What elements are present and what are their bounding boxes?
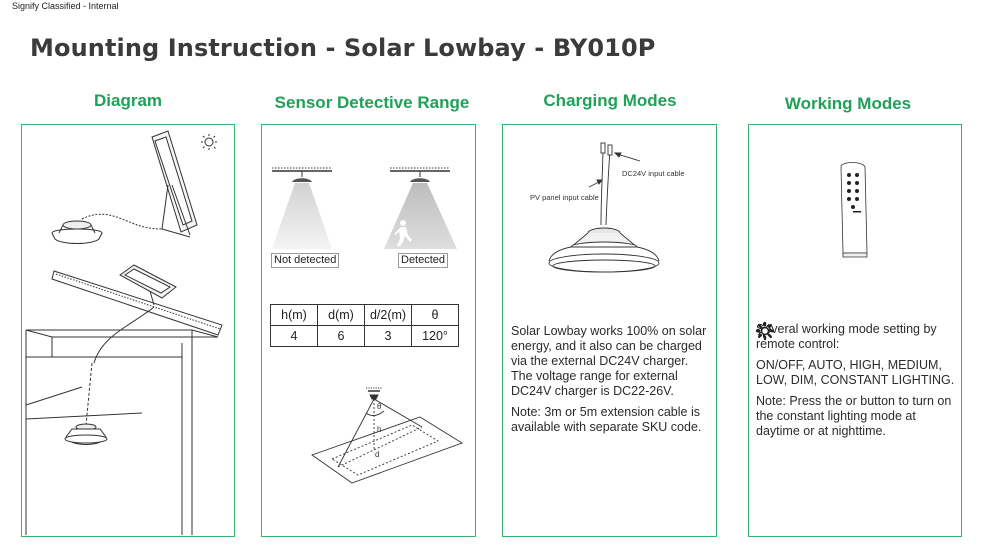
- working-panel: Several working mode setting by remote c…: [748, 124, 962, 537]
- roof-solar-panel: [119, 264, 177, 306]
- table-cell: 3: [364, 325, 412, 347]
- classification-label: Signify Classified - Internal: [12, 1, 119, 11]
- remote-control-illustration: [840, 162, 868, 258]
- note-suffix: button to turn on the constant lighting …: [756, 394, 952, 438]
- charging-paragraph: Solar Lowbay works 100% on solar energy,…: [511, 324, 707, 398]
- charging-description: Solar Lowbay works 100% on solar energy,…: [511, 324, 711, 441]
- table-header-cell: θ: [411, 304, 459, 326]
- working-modes-list: ON/OFF, AUTO, HIGH, MEDIUM, LOW, DIM, CO…: [756, 358, 955, 387]
- table-row: 4 6 3 120°: [270, 325, 459, 347]
- lowbay-lamp-illustration: [51, 220, 103, 244]
- height-label: h: [377, 425, 382, 434]
- working-heading: Working Modes: [784, 94, 912, 113]
- sensor-range-diagram: [272, 167, 464, 484]
- pv-input-cable-label: PV panel input cable: [530, 193, 599, 202]
- sun-outline-icon: [756, 322, 774, 340]
- table-header-cell: d(m): [317, 304, 365, 326]
- table-header-cell: h(m): [270, 304, 318, 326]
- remote-buttons: [847, 173, 861, 213]
- table-cell: 120°: [411, 325, 459, 347]
- lowbay-lamp-with-cables: [548, 142, 660, 273]
- not-detected-illustration: [272, 167, 332, 249]
- working-description: Several working mode setting by remote c…: [756, 322, 961, 445]
- installation-diagram: [25, 130, 223, 535]
- detected-illustration: [384, 167, 457, 249]
- charging-panel: DC24V input cable PV panel input cable S…: [502, 124, 717, 537]
- not-detected-label: Not detected: [271, 253, 340, 268]
- table-header-cell: d/2(m): [364, 304, 412, 326]
- charging-heading: Charging Modes: [543, 91, 677, 110]
- working-note: Note: Press the or: [756, 322, 961, 439]
- page-title: Mounting Instruction - Solar Lowbay - BY…: [30, 34, 656, 62]
- walking-person-icon: [394, 220, 412, 247]
- dc-input-cable-label: DC24V input cable: [622, 169, 685, 178]
- diagram-panel: [21, 124, 235, 537]
- detected-label: Detected: [398, 253, 449, 268]
- table-cell: 6: [317, 325, 365, 347]
- sensor-heading: Sensor Detective Range: [274, 93, 470, 112]
- charging-diagram: [548, 142, 660, 273]
- note-prefix: Note: Press the: [756, 394, 843, 408]
- table-cell: 4: [270, 325, 318, 347]
- detection-cone-figure: [311, 387, 464, 484]
- note-or: or: [845, 394, 857, 408]
- distance-label: d: [375, 450, 380, 459]
- solar-panel-illustration: [151, 130, 198, 238]
- sun-icon: [201, 134, 217, 150]
- table-header-row: h(m) d(m) d/2(m) θ: [270, 304, 459, 326]
- sensor-panel: Not detected Detected h(m) d(m) d/2(m) θ…: [261, 124, 476, 537]
- sensor-range-table: h(m) d(m) d/2(m) θ 4 6 3 120°: [270, 304, 459, 347]
- working-paragraph: Several working mode setting by remote c…: [756, 322, 937, 351]
- diagram-heading: Diagram: [93, 91, 163, 110]
- ceiling-structure: [25, 270, 223, 535]
- charging-note: Note: 3m or 5m extension cable is availa…: [511, 405, 702, 434]
- hanging-lamp-illustration: [64, 306, 155, 445]
- theta-label: θ: [377, 402, 382, 411]
